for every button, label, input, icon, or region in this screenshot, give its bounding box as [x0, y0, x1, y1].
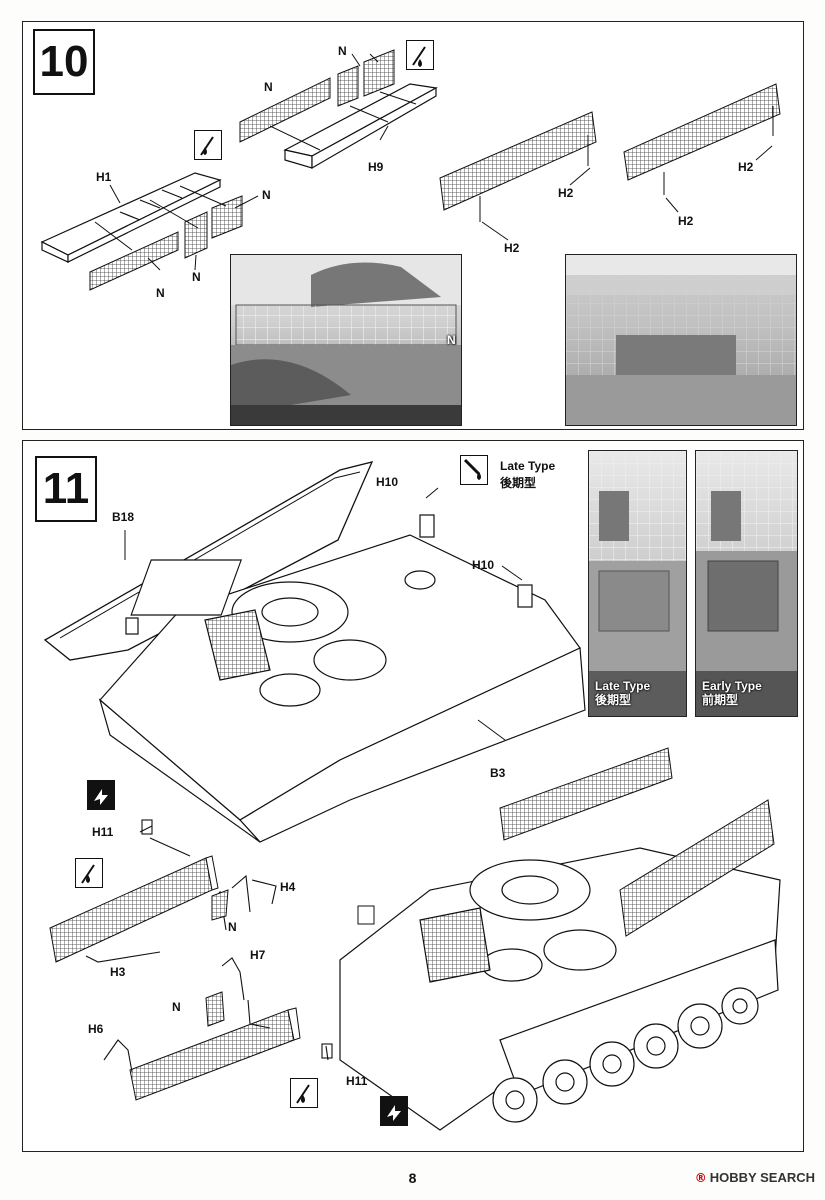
part-label-h2: H2 [738, 160, 754, 174]
mesh-panel-n [239, 77, 331, 143]
hull-upper [98, 534, 586, 843]
part-label-h6: H6 [88, 1022, 104, 1036]
glue-icon [406, 40, 434, 70]
part-label-h11: H11 [92, 825, 114, 839]
reference-photo-side: N [230, 254, 462, 426]
part-label-h7: H7 [250, 948, 266, 962]
glue-icon [290, 1078, 318, 1108]
mesh-panel-n [363, 49, 395, 97]
part-label-h2: H2 [558, 186, 574, 200]
part-label-n: N [156, 286, 165, 300]
part-label-n: N [338, 44, 347, 58]
hull-lower [339, 847, 781, 1131]
reference-photo-late-type: Late Type 後期型 [588, 450, 687, 717]
part-label-h1: H1 [96, 170, 112, 184]
glue-icon [460, 455, 488, 485]
part-label-h9: H9 [368, 160, 384, 174]
watermark: ® HOBBY SEARCH [695, 1170, 815, 1185]
mesh-panel-n [89, 231, 179, 291]
step-number: 11 [35, 456, 97, 522]
late-type-label: Late Type [500, 459, 556, 473]
part-label-h2: H2 [678, 214, 694, 228]
late-type-label-cn: 後期型 [500, 476, 537, 490]
flip-icon [380, 1096, 408, 1126]
part-label-h10: H10 [472, 558, 495, 572]
page-number: 8 [408, 1170, 417, 1186]
watermark-logo: ® [694, 1170, 707, 1185]
part-label-h2: H2 [504, 241, 520, 255]
mesh-fence [439, 111, 597, 211]
mesh-fence-side [619, 799, 775, 937]
part-label-n: N [262, 188, 271, 202]
reference-photo-early-type: Early Type 前期型 [695, 450, 798, 717]
mesh-fence-rear [499, 747, 673, 841]
mesh-panel-n [211, 195, 243, 239]
frame-h1 [40, 172, 222, 263]
part-label-n: N [172, 1000, 181, 1014]
glue-icon [194, 130, 222, 160]
part-label-h3: H3 [110, 965, 126, 979]
part-label-b18: B18 [112, 510, 135, 524]
frame-h9 [283, 83, 438, 170]
part-label-n: N [228, 920, 237, 934]
part-label-h11: H11 [346, 1074, 368, 1088]
part-label-b3: B3 [490, 766, 506, 780]
mesh-panel-n [337, 65, 359, 107]
step-number: 10 [33, 29, 95, 95]
part-label-n: N [264, 80, 273, 94]
photo-caption-late: Late Type 後期型 [595, 679, 651, 707]
photo-caption-early: Early Type 前期型 [702, 679, 762, 707]
mesh-fence [623, 83, 781, 181]
photo-marker-n: N [447, 333, 456, 347]
glue-icon [75, 858, 103, 888]
reference-photo-front [565, 254, 797, 426]
part-label-n: N [192, 270, 201, 284]
part-label-h10: H10 [376, 475, 399, 489]
part-label-h4: H4 [280, 880, 296, 894]
watermark-text: HOBBY SEARCH [709, 1170, 815, 1185]
flip-icon [87, 780, 115, 810]
